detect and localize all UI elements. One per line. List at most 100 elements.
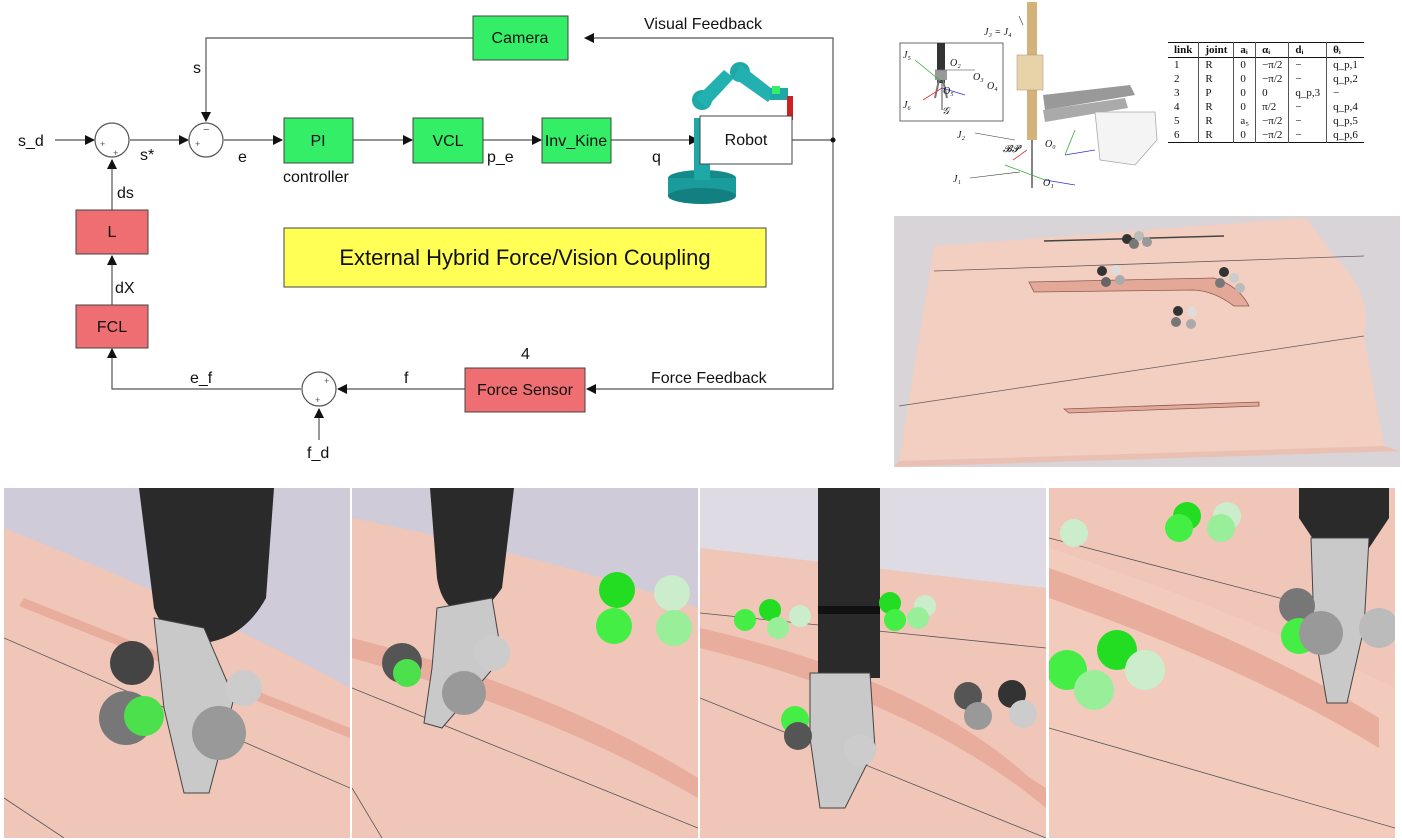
table-cell: a₅ (1233, 114, 1257, 128)
signal-e-f-label: e_f (190, 370, 213, 387)
table-cell: − (1288, 114, 1328, 128)
signal-s-d-label: s_d (18, 133, 44, 150)
label-g: 𝒢 (942, 106, 951, 117)
table-cell: R (1198, 100, 1235, 114)
table-header-row: link joint aᵢ αᵢ dᵢ θᵢ (1168, 42, 1364, 58)
table-row: 2 R 0 −π/2 − q_p,2 (1168, 72, 1364, 86)
svg-text:L: L (108, 224, 117, 241)
svg-text:+: + (195, 139, 200, 149)
header-a: aᵢ (1233, 42, 1257, 58)
table-cell: 0 (1233, 86, 1257, 100)
simulation-frame-1 (4, 488, 350, 838)
header-theta: θᵢ (1333, 44, 1341, 56)
sum-junction-1: + + (94, 122, 130, 158)
dh-parameter-table: link joint aᵢ αᵢ dᵢ θᵢ 1 R 0 −π/2 − q_p,… (1168, 42, 1364, 143)
force-sensor-block: Force Sensor (464, 367, 586, 413)
label-o0: O₀ (1045, 139, 1056, 150)
table-cell: − (1288, 72, 1328, 86)
vcl-block: VCL (412, 117, 484, 164)
marker-cluster (1097, 231, 1245, 329)
force-sensor-id-label: 4 (521, 346, 530, 363)
table-cell: − (1288, 100, 1328, 114)
table-cell: 0 (1255, 86, 1290, 100)
visual-feedback-label: Visual Feedback (644, 16, 763, 33)
table-cell: P (1198, 86, 1235, 100)
table-row: 1 R 0 −π/2 − q_p,1 (1168, 57, 1364, 72)
label-j2: J₂ (957, 130, 965, 141)
table-row: 3 P 0 0 q_p,3 − (1168, 86, 1364, 100)
label-o4: O₄ (987, 81, 998, 92)
table-cell: −π/2 (1255, 114, 1290, 128)
svg-text:External Hybrid Force/Vision C: External Hybrid Force/Vision Coupling (339, 245, 710, 270)
label-j6: J₆ (903, 100, 911, 111)
signal-e-label: e (238, 149, 247, 166)
signal-p-e-label: p_e (487, 149, 514, 166)
table-cell: q_p,3 (1288, 86, 1328, 100)
signal-s-star-label: s* (140, 147, 154, 164)
table-cell: 4 (1168, 100, 1200, 114)
label-o2: O₂ (950, 58, 961, 69)
table-cell: R (1198, 57, 1235, 72)
svg-text:PI: PI (310, 133, 325, 150)
table-cell: 5 (1168, 114, 1200, 128)
header-joint: joint (1198, 42, 1235, 58)
table-cell: q_p,1 (1333, 59, 1358, 71)
table-row: 6 R 0 −π/2 − q_p,6 (1168, 128, 1364, 143)
label-j3-j4: J₃ = J₄ (984, 27, 1012, 38)
label-bp: 𝓑𝓟 (1003, 144, 1022, 155)
header-link: link (1168, 42, 1200, 58)
pi-controller-block: PI (283, 117, 354, 164)
svg-text:Robot: Robot (725, 132, 768, 149)
table-cell: q_p,6 (1333, 129, 1358, 141)
table-cell: q_p,5 (1333, 115, 1358, 127)
tissue-phantom-overview (894, 216, 1400, 467)
sum-junction-3: + + (301, 371, 337, 407)
simulation-frame-3 (700, 488, 1046, 838)
branch-node (830, 137, 836, 143)
fcl-block: FCL (75, 304, 149, 349)
table-cell: 6 (1168, 128, 1200, 143)
signal-q-label: q (652, 149, 661, 166)
signal-ds-label: ds (117, 185, 134, 202)
sum-junction-2: − + (188, 122, 224, 158)
coupling-banner: External Hybrid Force/Vision Coupling (283, 227, 767, 288)
svg-text:+: + (113, 148, 118, 158)
table-cell: − (1288, 128, 1328, 143)
table-cell: R (1198, 128, 1235, 143)
table-cell: R (1198, 72, 1235, 86)
table-cell: −π/2 (1255, 72, 1290, 86)
table-cell: R (1198, 114, 1235, 128)
simulation-frame-2 (352, 488, 698, 838)
kinematic-illustration: J₃ = J₄ J₅ J₆ J₂ J₁ O₂ O₃ O₄ O₅ O₀ O₁ 𝒢 … (899, 2, 1158, 189)
svg-text:FCL: FCL (97, 319, 127, 336)
svg-text:Force Sensor: Force Sensor (477, 382, 574, 399)
table-row: 5 R a₅ −π/2 − q_p,5 (1168, 114, 1364, 128)
svg-text:+: + (100, 139, 105, 149)
table-cell: 2 (1168, 72, 1200, 86)
controller-label: controller (283, 169, 349, 186)
svg-text:−: − (203, 124, 209, 136)
svg-text:Camera: Camera (492, 30, 549, 47)
table-cell: 0 (1233, 72, 1257, 86)
signal-s-label: s (193, 60, 201, 77)
camera-block: Camera (472, 15, 569, 61)
header-alpha: αᵢ (1255, 42, 1290, 58)
table-cell: 0 (1233, 57, 1257, 72)
table-cell: q_p,2 (1333, 73, 1358, 85)
table-row: 4 R 0 π/2 − q_p,4 (1168, 100, 1364, 114)
simulation-frame-4 (1049, 488, 1395, 838)
table-cell: −π/2 (1255, 57, 1290, 72)
l-block: L (75, 209, 149, 255)
table-cell: 0 (1233, 100, 1257, 114)
svg-text:+: + (315, 395, 320, 405)
table-cell: − (1333, 87, 1340, 99)
table-cell: − (1288, 57, 1328, 72)
svg-text:Inv_Kine: Inv_Kine (545, 133, 607, 150)
inv-kine-block: Inv_Kine (541, 117, 612, 164)
svg-text:VCL: VCL (432, 133, 463, 150)
table-cell: q_p,4 (1333, 101, 1358, 113)
header-d: dᵢ (1288, 42, 1328, 58)
label-o1: O₁ (1043, 178, 1054, 189)
table-cell: 0 (1233, 128, 1257, 143)
signal-f-d-label: f_d (307, 445, 329, 462)
